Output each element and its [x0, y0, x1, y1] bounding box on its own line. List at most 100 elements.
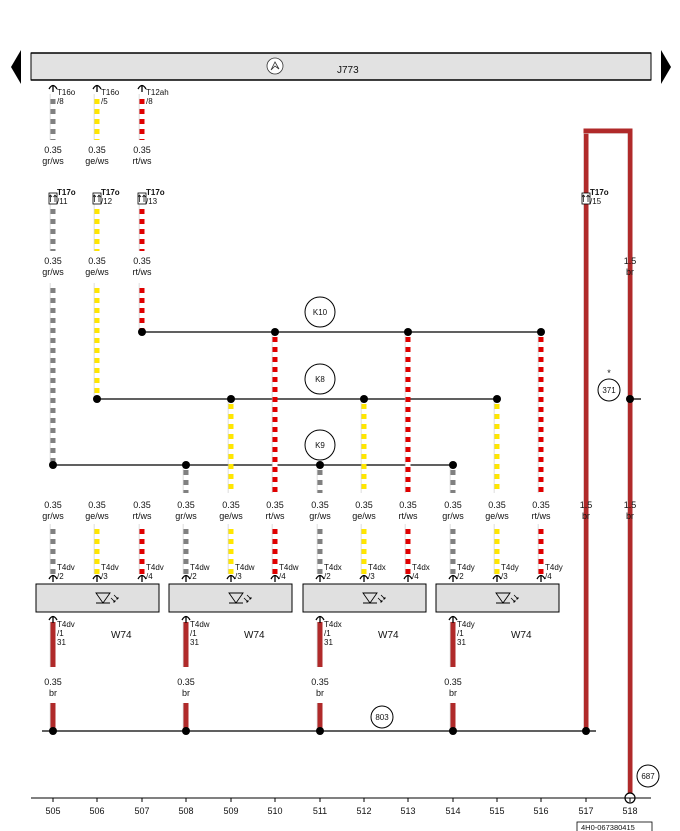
- column-number: 506: [89, 806, 104, 816]
- ground-node-2: [316, 727, 324, 735]
- light-pin-label: /3: [368, 572, 375, 581]
- led-rays-icon-2: [377, 594, 386, 603]
- inline-connector-label: T17o: [590, 188, 609, 197]
- wire-size-label: 0.35: [44, 256, 62, 266]
- column-number: 515: [489, 806, 504, 816]
- ground-ref: [597, 378, 621, 402]
- plug-label: T16o: [101, 88, 120, 97]
- plug-pin-label: /5: [101, 97, 108, 106]
- control-unit-bar: [30, 52, 652, 81]
- light-box-1: [168, 583, 293, 613]
- prev-page-arrow-icon[interactable]: [11, 50, 21, 84]
- inline-connector-icon-1-arrows: [92, 194, 101, 202]
- inline-connector-icon-1: [92, 192, 102, 205]
- drop-size-label: 0.35: [133, 500, 151, 510]
- ground-node-0: [49, 727, 57, 735]
- drop-color-label: rt/ws: [532, 511, 551, 521]
- wire-color-label: ge/ws: [85, 156, 109, 166]
- wire-color-label: ge/ws: [85, 267, 109, 277]
- light-pin-label: /4: [279, 572, 286, 581]
- splice-node-2: [138, 328, 146, 336]
- drop-size-label: 0.35: [222, 500, 240, 510]
- ground-color-label: br: [182, 688, 190, 698]
- column-number: 512: [356, 806, 371, 816]
- ground-ref-node: [626, 395, 634, 403]
- ground-color-label: br: [316, 688, 324, 698]
- light-pin-label: /4: [412, 572, 419, 581]
- led-icon-1: [228, 592, 244, 604]
- wire-size-label: 0.35: [44, 145, 62, 155]
- ground-terminal-label: 31: [190, 638, 199, 647]
- drop-color-label: ge/ws: [485, 511, 509, 521]
- ground-node-1: [182, 727, 190, 735]
- inline-connector-icon-0-arrows: [48, 194, 57, 202]
- wire-color-label: gr/ws: [42, 156, 64, 166]
- inline-pin-label: /11: [57, 197, 68, 206]
- ground-pin-label: /1: [457, 629, 464, 638]
- light-pin-label: /2: [57, 572, 64, 581]
- ground-color-label: br: [49, 688, 57, 698]
- light-plug-label: T4dv: [57, 563, 75, 572]
- splice-k8: [304, 363, 336, 395]
- splice-node-4: [227, 395, 235, 403]
- splice-node-5: [271, 328, 279, 336]
- bottom-ref-label: 687: [641, 772, 655, 781]
- doc-code: 4H0-067380415: [581, 823, 635, 831]
- splice-k9-label: K9: [315, 441, 325, 450]
- ground-size-label: 0.35: [444, 677, 462, 687]
- splice-node-11: [537, 328, 545, 336]
- next-page-arrow-icon[interactable]: [661, 50, 671, 84]
- light-plug-label: T4dw: [279, 563, 299, 572]
- light-plug-label: T4dv: [101, 563, 119, 572]
- splice-node-6: [316, 461, 324, 469]
- ground-size-label: 0.35: [44, 677, 62, 687]
- drop-size-label: 0.35: [532, 500, 550, 510]
- light-pin-label: /3: [501, 572, 508, 581]
- splice-node-0: [49, 461, 57, 469]
- ref-star: *: [607, 368, 611, 378]
- drop-color-label: gr/ws: [309, 511, 331, 521]
- light-pin-label: /2: [457, 572, 464, 581]
- led-icon-0: [95, 592, 111, 604]
- ground-terminal-label: 31: [324, 638, 333, 647]
- wire-size-label: 0.35: [133, 145, 151, 155]
- drop-color-label: gr/ws: [442, 511, 464, 521]
- inline-pin-label: /12: [101, 197, 113, 206]
- right-size-label: 1.5: [624, 500, 637, 510]
- light-plug-label: T4dx: [368, 563, 386, 572]
- splice-node-7: [360, 395, 368, 403]
- drop-color-label: gr/ws: [42, 511, 64, 521]
- light-box-3: [435, 583, 560, 613]
- light-pin-label: /2: [324, 572, 331, 581]
- drop-color-label: ge/ws: [219, 511, 243, 521]
- drop-size-label: 0.35: [444, 500, 462, 510]
- column-number: 514: [445, 806, 460, 816]
- right-size-label: 1.5: [580, 500, 593, 510]
- inline-connector-label: T17o: [101, 188, 120, 197]
- right-color-label: br: [626, 511, 634, 521]
- splice-k10-label: K10: [313, 308, 328, 317]
- wire-color-label: rt/ws: [133, 156, 152, 166]
- light-pin-label: /3: [101, 572, 108, 581]
- splice-node-9: [449, 461, 457, 469]
- drop-color-label: ge/ws: [352, 511, 376, 521]
- light-plug-label: T4dv: [146, 563, 164, 572]
- plug-pin-label: /8: [146, 97, 153, 106]
- wire-size-label: 0.35: [133, 256, 151, 266]
- inline-connector-icon-0: [48, 192, 58, 205]
- light-plug-label: T4dw: [190, 563, 210, 572]
- drop-color-label: ge/ws: [85, 511, 109, 521]
- splice-node-10: [493, 395, 501, 403]
- ground-bus-ref: [370, 705, 394, 729]
- light-plug-label: T4dy: [457, 563, 475, 572]
- drop-size-label: 0.35: [399, 500, 417, 510]
- column-number: 508: [178, 806, 193, 816]
- wire-size-label: 0.35: [88, 256, 106, 266]
- light-name: W74: [511, 630, 532, 641]
- led-rays-icon-0: [110, 594, 119, 603]
- led-icon-2: [362, 592, 378, 604]
- column-number: 505: [45, 806, 60, 816]
- light-plug-label: T4dy: [545, 563, 563, 572]
- drop-color-label: gr/ws: [175, 511, 197, 521]
